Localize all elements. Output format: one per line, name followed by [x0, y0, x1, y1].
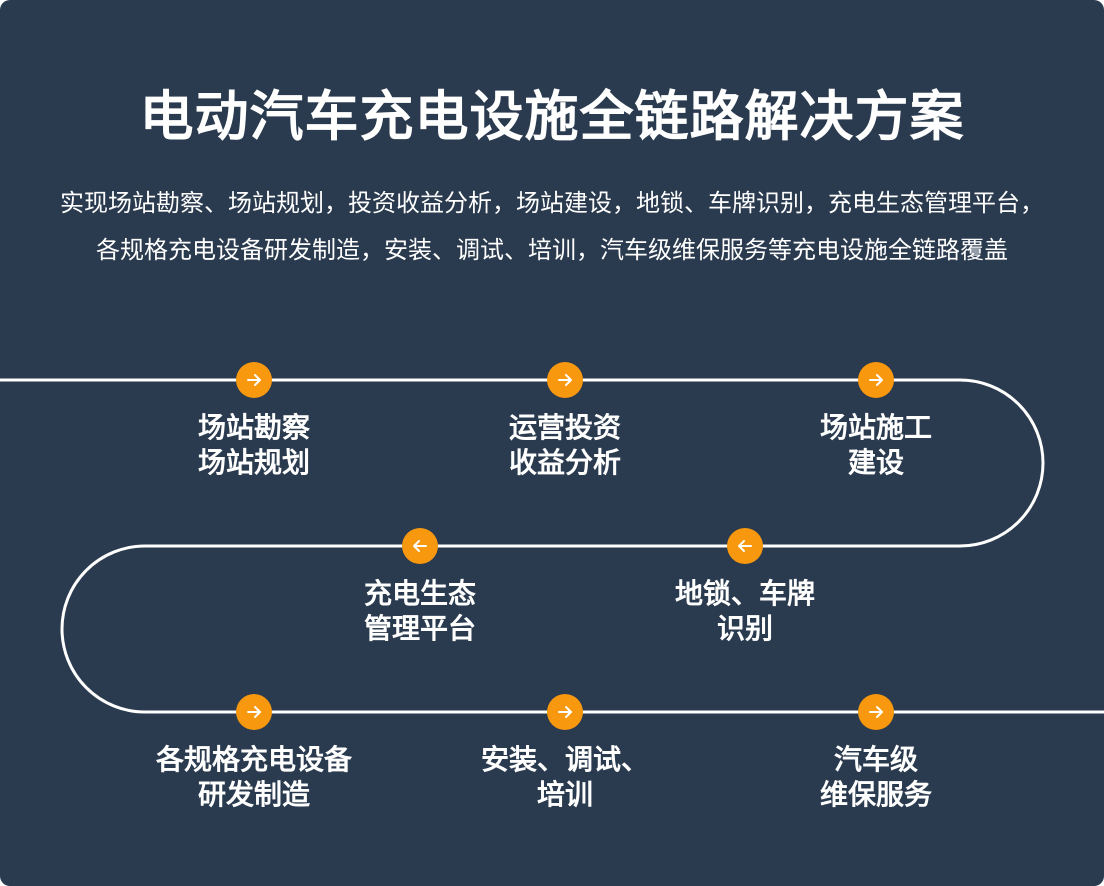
step-label-line2: 场站规划 — [197, 446, 310, 479]
step-label-line1: 汽车级 — [833, 743, 918, 776]
step-label: 各规格充电设备研发制造 — [124, 742, 384, 812]
arrow-right-icon — [547, 694, 583, 730]
step-label-line1: 各规格充电设备 — [155, 743, 352, 776]
step-label-line2: 建设 — [847, 446, 904, 479]
step-label: 汽车级维保服务 — [746, 742, 1006, 812]
page-title: 电动汽车充电设施全链路解决方案 — [139, 85, 965, 148]
step-label-line1: 地锁、车牌 — [674, 577, 815, 610]
step-label: 地锁、车牌识别 — [615, 576, 875, 646]
subtitle: 实现场站勘察、场站规划，投资收益分析，场站建设，地锁、车牌识别，充电生态管理平台… — [60, 189, 1044, 264]
arrow-right-icon — [236, 694, 272, 730]
arrow-right-icon — [547, 362, 583, 398]
arrow-right-icon — [858, 694, 894, 730]
arrow-left-icon — [402, 528, 438, 564]
step-label-line1: 场站施工 — [819, 411, 932, 444]
step-label: 场站勘察场站规划 — [124, 410, 384, 480]
step-label: 运营投资收益分析 — [435, 410, 695, 480]
step-label: 场站施工建设 — [746, 410, 1006, 480]
arrow-right-icon — [858, 362, 894, 398]
step-label-line2: 研发制造 — [197, 778, 310, 811]
step-label-line2: 识别 — [716, 612, 773, 645]
step-label-line1: 安装、调试、 — [480, 743, 649, 776]
step-label-line2: 管理平台 — [363, 612, 476, 645]
step-label-line1: 充电生态 — [363, 577, 476, 610]
step-label-line2: 收益分析 — [508, 446, 621, 479]
step-label: 安装、调试、培训 — [435, 742, 695, 812]
step-label: 充电生态管理平台 — [290, 576, 550, 646]
arrow-left-icon — [727, 528, 763, 564]
step-label-line2: 维保服务 — [819, 778, 932, 811]
arrow-right-icon — [236, 362, 272, 398]
step-label-line1: 场站勘察 — [197, 411, 310, 444]
step-label-line2: 培训 — [536, 778, 593, 811]
step-label-line1: 运营投资 — [508, 411, 621, 444]
